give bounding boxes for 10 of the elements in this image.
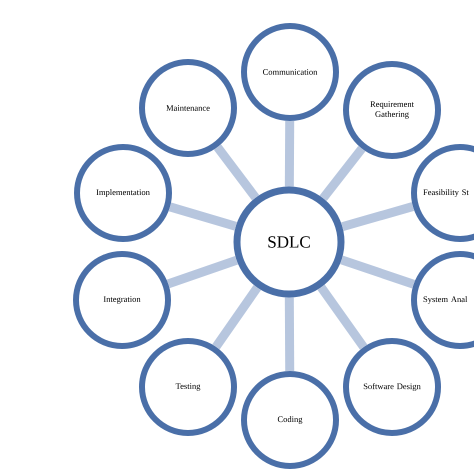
connector bbox=[284, 297, 294, 372]
connector bbox=[317, 284, 368, 350]
connector bbox=[340, 256, 416, 289]
connector bbox=[341, 202, 414, 232]
connector bbox=[166, 256, 238, 288]
connector bbox=[212, 284, 261, 350]
connector bbox=[168, 202, 238, 231]
connector bbox=[214, 144, 260, 200]
connector bbox=[320, 146, 366, 201]
connector bbox=[284, 120, 294, 187]
